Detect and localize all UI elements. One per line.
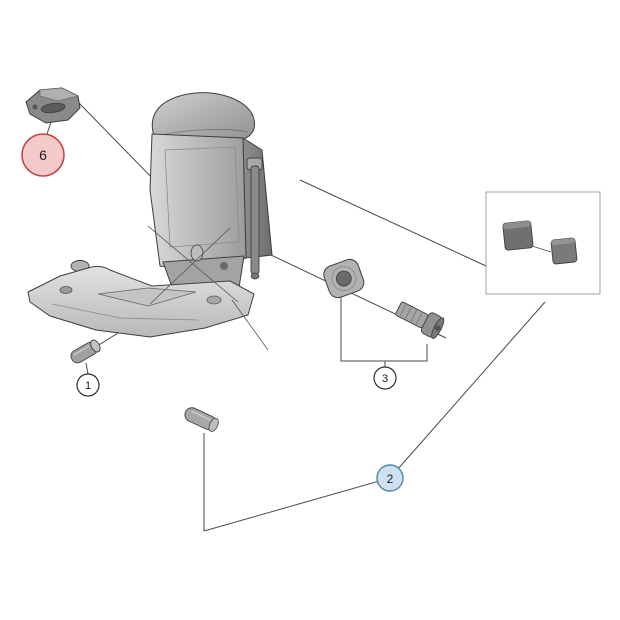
- callout-2-badge: 2: [376, 464, 404, 492]
- leader-item2-diagonal: [203, 301, 546, 532]
- pad-connector-line: [531, 245, 552, 253]
- cross-line-b: [149, 227, 231, 305]
- pad-right: [550, 237, 578, 265]
- leader-circle1: [85, 362, 89, 375]
- callout-3-circle: [373, 366, 397, 390]
- callout-2-label: 2: [387, 472, 394, 486]
- callout-6-circle: [21, 133, 65, 177]
- callout-1-badge: 1: [76, 373, 100, 397]
- callout-1-circle: [76, 373, 100, 397]
- callout-6-badge: 6: [21, 133, 65, 177]
- part-2-pin: [184, 407, 219, 432]
- mounting-plate: [27, 260, 255, 338]
- callout-2-circle: [376, 464, 404, 492]
- leader-circle6: [46, 121, 52, 135]
- part-1-mount-bolt: [70, 339, 101, 364]
- leader-part6-to-body: [78, 102, 160, 186]
- callout-3-label: 3: [382, 373, 388, 385]
- pad-left: [502, 220, 534, 251]
- pads-box: [485, 191, 601, 295]
- part-3-clamp-bolt: [395, 301, 445, 339]
- callout-1-label: 1: [85, 380, 91, 392]
- part-3-fixing-nut: [323, 258, 365, 299]
- pivot-boss: [190, 244, 204, 262]
- cross-line-a: [147, 225, 239, 303]
- body-rod: [250, 165, 260, 275]
- callout-3-badge: 3: [373, 366, 397, 390]
- callout-6-label: 6: [39, 147, 47, 163]
- leader-body-to-pads-box: [299, 179, 487, 267]
- bracket-item3: [340, 298, 428, 362]
- cross-line-c: [231, 299, 269, 351]
- part-6-cable-clamp: [25, 87, 81, 124]
